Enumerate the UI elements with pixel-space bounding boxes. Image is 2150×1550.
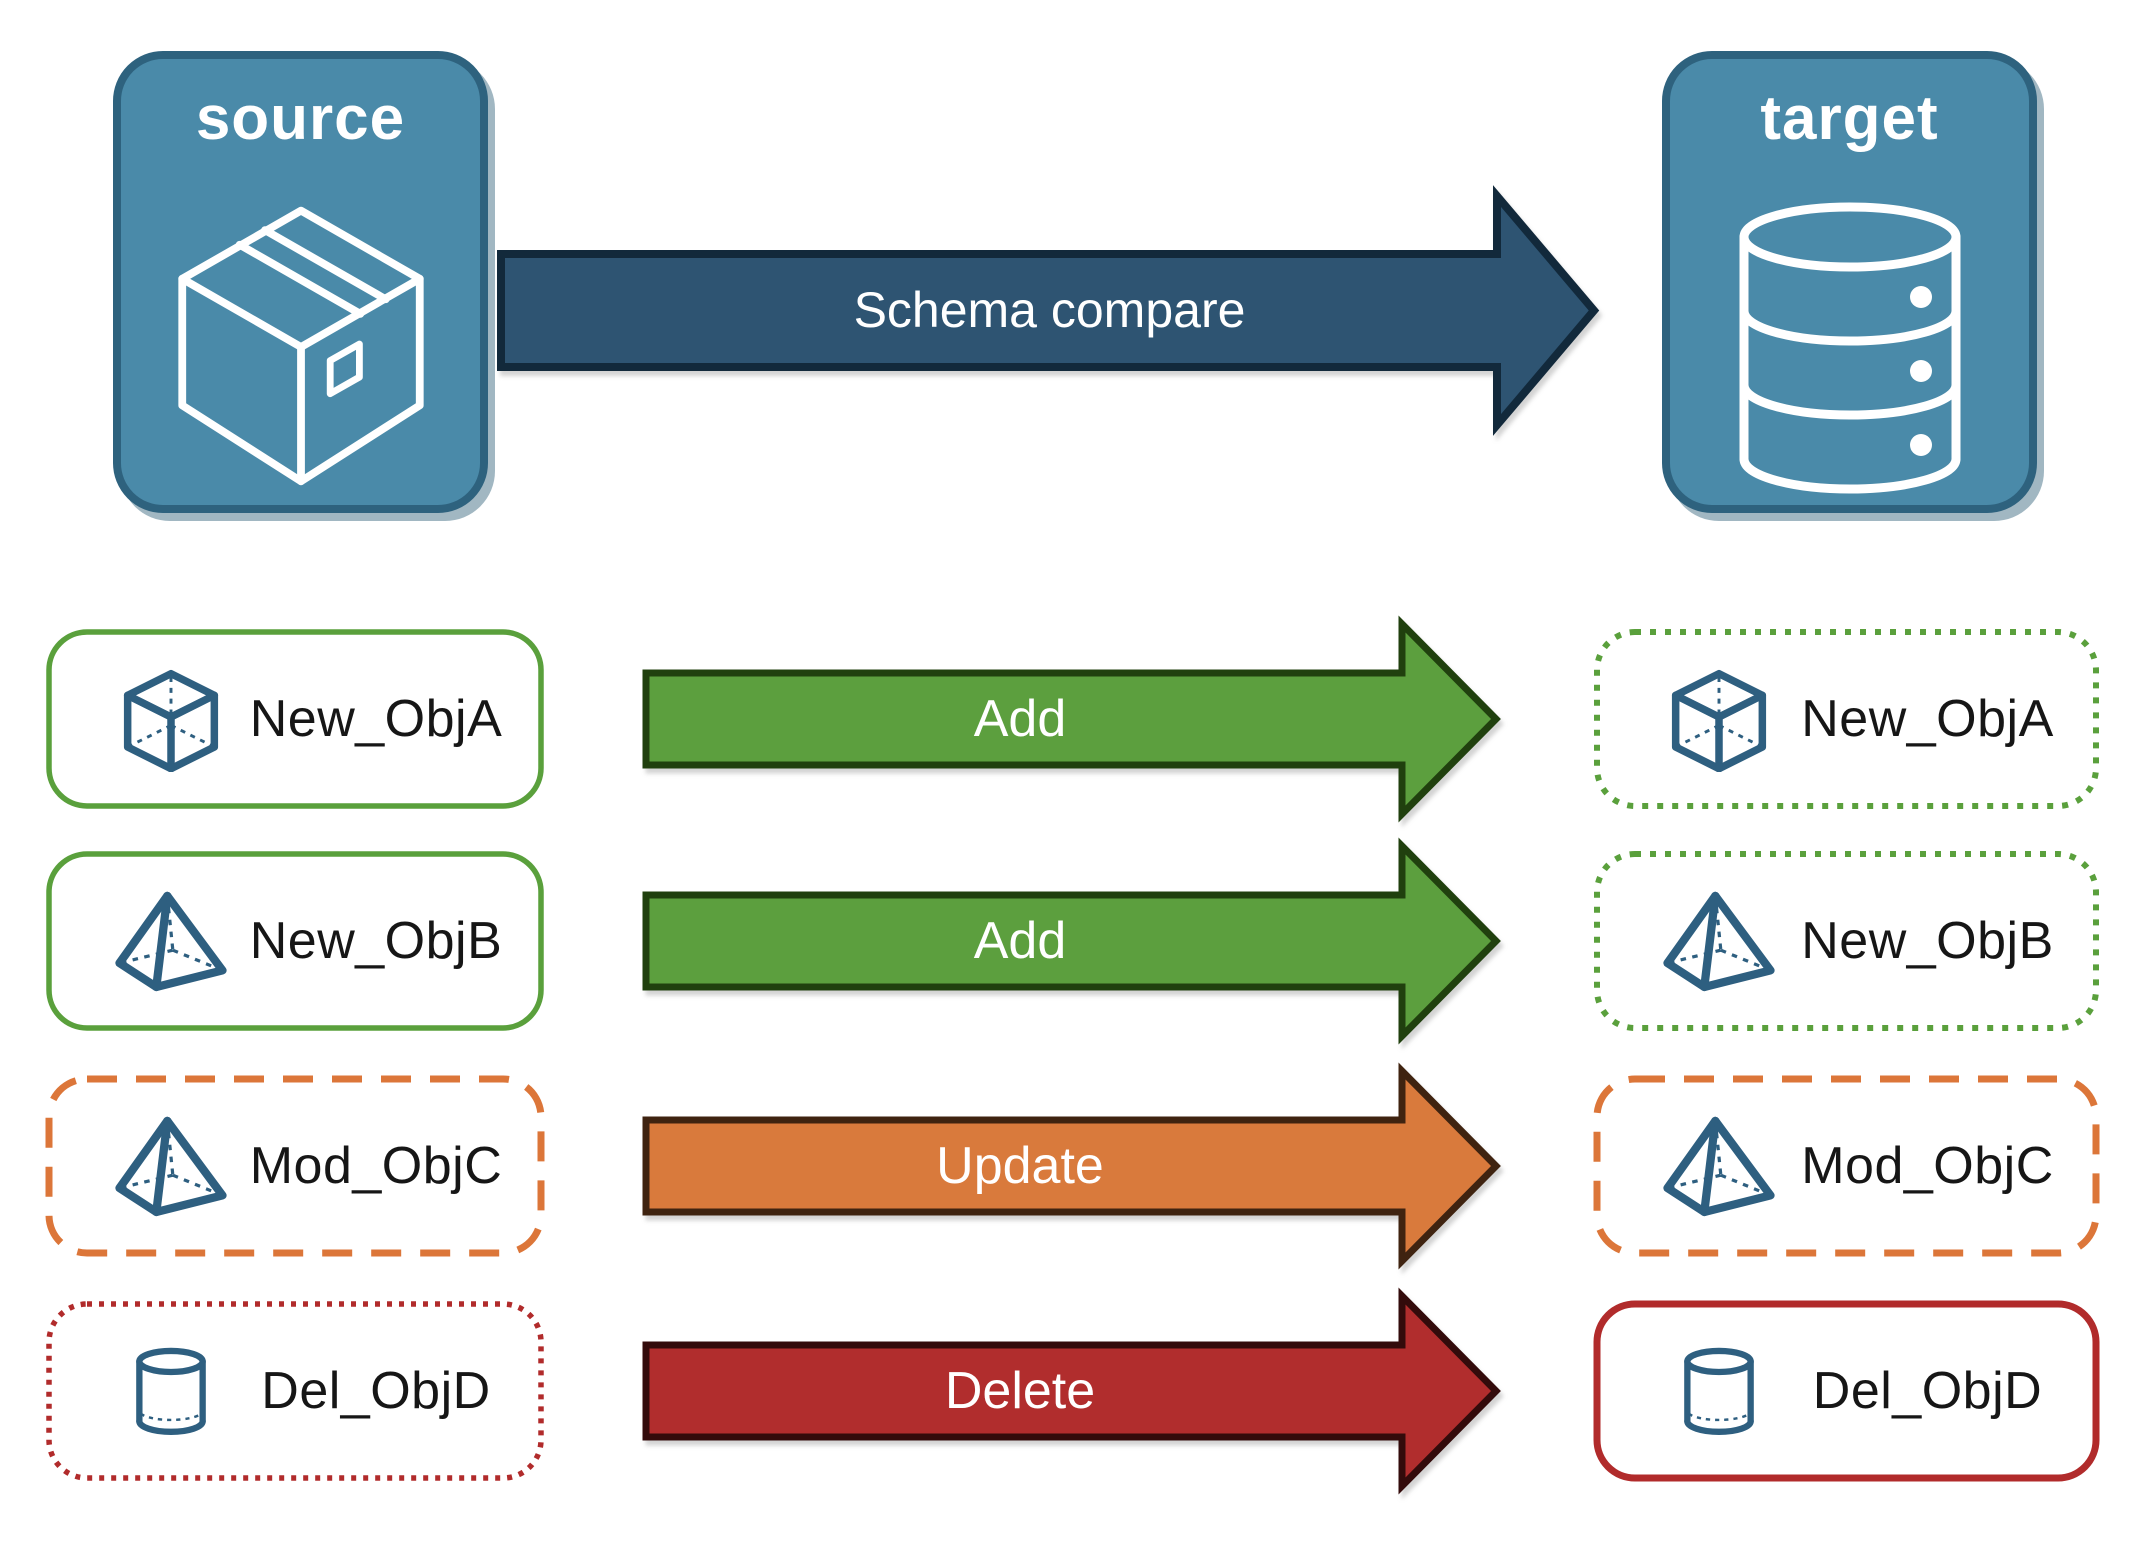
target-object-box-mod-objc: Mod_ObjC <box>1593 1075 2100 1257</box>
cylinder-icon <box>134 1346 208 1436</box>
update-arrow-objc: Update <box>642 1062 1504 1270</box>
object-label: Mod_ObjC <box>249 1137 503 1195</box>
action-label: Delete <box>944 1362 1096 1420</box>
box-border <box>1593 1300 2100 1482</box>
arrow-right-shape <box>642 1062 1501 1270</box>
cube-icon <box>1669 667 1769 772</box>
action-label: Add <box>973 690 1067 748</box>
source-panel: source <box>113 51 488 513</box>
cylinder-icon <box>1682 1346 1756 1436</box>
add-arrow-objb: Add <box>642 837 1504 1045</box>
box-border <box>46 1301 544 1481</box>
package-icon <box>177 206 424 486</box>
pyramid-icon <box>114 1114 228 1218</box>
target-panel-title: target <box>1760 84 1939 153</box>
source-panel-title: source <box>195 84 406 153</box>
pyramid-icon <box>114 889 228 993</box>
schema-compare-arrow: Schema compare <box>497 185 1602 436</box>
target-object-box-del-objd: Del_ObjD <box>1593 1300 2100 1482</box>
arrow-right-shape <box>497 185 1600 436</box>
box-border <box>1594 851 2099 1031</box>
arrow-right-shape <box>642 615 1501 823</box>
box-border <box>46 629 544 809</box>
object-label: Mod_ObjC <box>1801 1137 2054 1195</box>
box-border <box>1593 1075 2100 1257</box>
arrow-right-shape <box>642 837 1501 1045</box>
schema-compare-label: Schema compare <box>853 282 1246 338</box>
object-label: New_ObjB <box>1801 912 2054 970</box>
box-border <box>1594 629 2099 809</box>
box-border <box>46 851 544 1031</box>
object-label: New_ObjA <box>249 690 503 748</box>
box-border <box>45 1075 545 1257</box>
source-object-box-mod-objc: Mod_ObjC <box>45 1075 545 1257</box>
source-object-box-new-objb: New_ObjB <box>45 850 545 1032</box>
cube-icon <box>121 667 221 772</box>
object-label: New_ObjB <box>249 912 503 970</box>
pyramid-icon <box>1662 889 1776 993</box>
object-label: New_ObjA <box>1801 690 2054 748</box>
action-label: Add <box>973 912 1067 970</box>
action-label: Update <box>936 1137 1104 1195</box>
add-arrow-obja: Add <box>642 615 1504 823</box>
database-icon <box>1739 202 1960 494</box>
delete-arrow-objd: Delete <box>642 1287 1504 1495</box>
source-object-box-del-objd: Del_ObjD <box>45 1300 545 1482</box>
target-object-box-new-objb: New_ObjB <box>1593 850 2100 1032</box>
target-object-box-new-obja: New_ObjA <box>1593 628 2100 810</box>
pyramid-icon <box>1662 1114 1776 1218</box>
object-label: Del_ObjD <box>1812 1362 2043 1420</box>
arrow-right-shape <box>642 1287 1501 1495</box>
source-object-box-new-obja: New_ObjA <box>45 628 545 810</box>
target-panel: target <box>1662 51 2037 513</box>
object-label: Del_ObjD <box>261 1362 491 1420</box>
